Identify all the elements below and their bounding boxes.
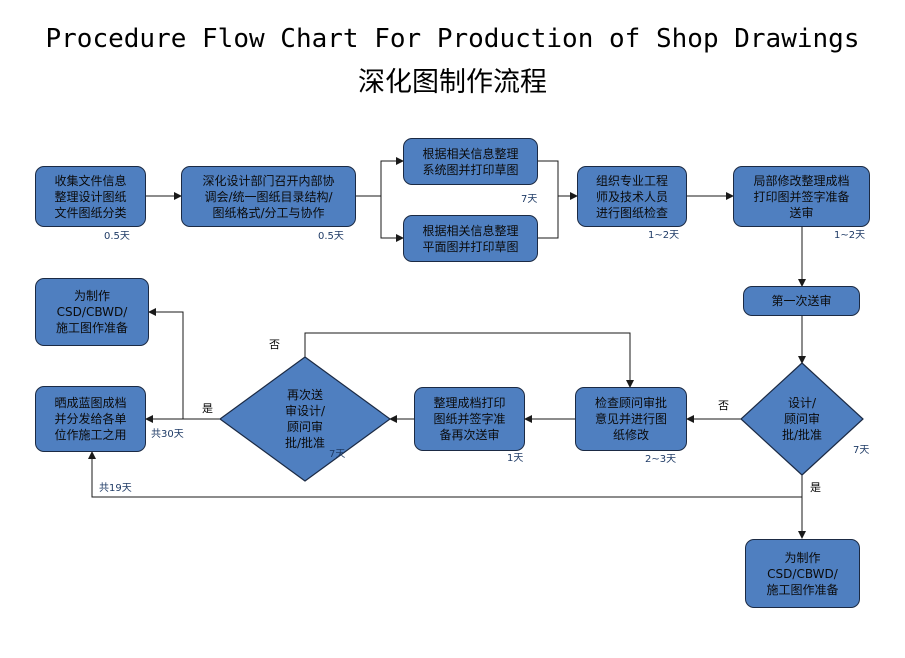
duration-consultant-revise: 2~3天 — [645, 454, 677, 465]
blueprint-distribute-box[interactable]: 晒成蓝图成档 并分发给各单 位作施工之用 — [35, 386, 146, 452]
edge-meeting-split — [356, 157, 404, 197]
prepare-csd-bottom-box[interactable]: 为制作 CSD/CBWD/ 施工图作准备 — [745, 539, 860, 608]
duration-total19: 共19天 — [99, 483, 132, 494]
decision-2-text[interactable]: 再次送 审设计/ 顾问审 批/批准 — [284, 388, 326, 450]
first-submission-box[interactable]: 第一次送审 — [743, 286, 860, 316]
label-yes-decision1: 是 — [810, 481, 821, 494]
duration-revise-submit: 1~2天 — [834, 230, 866, 241]
edge-plan-check — [538, 196, 559, 239]
duration-collect: 0.5天 — [104, 231, 130, 242]
resubmit-prepare-box[interactable]: 整理成档打印 图纸并签字准 备再次送审 — [414, 387, 525, 451]
decision-1-diamond — [740, 362, 864, 476]
duration-decision2: 7天 — [329, 449, 346, 460]
duration-decision1: 7天 — [853, 445, 870, 456]
edge-meeting-split-lower — [380, 196, 404, 242]
edge-decision2-no-loop — [304, 332, 634, 388]
label-no-decision1: 否 — [718, 399, 729, 412]
system-draft-box[interactable]: 根据相关信息整理 系统图并打印草图 — [403, 138, 538, 185]
plan-draft-box[interactable]: 根据相关信息整理 平面图并打印草图 — [403, 215, 538, 262]
drawing-check-box[interactable]: 组织专业工程 师及技术人员 进行图纸检查 — [577, 166, 687, 227]
title-english: Procedure Flow Chart For Production of S… — [45, 24, 860, 54]
title-chinese: 深化图制作流程 — [358, 67, 547, 98]
edge-total19-to-blueprint — [88, 451, 802, 498]
duration-drafts: 7天 — [521, 194, 538, 205]
decision-1-text[interactable]: 设计/ 顾问审 批/批准 — [781, 396, 823, 442]
label-yes-decision2: 是 — [202, 402, 213, 415]
decision-2-diamond — [218, 356, 392, 482]
duration-resubmit: 1天 — [507, 453, 524, 464]
duration-total30: 共30天 — [151, 429, 184, 440]
label-no-decision2: 否 — [269, 338, 280, 351]
revise-and-submit-box[interactable]: 局部修改整理成档 打印图并签字准备 送审 — [733, 166, 870, 227]
duration-meeting: 0.5天 — [318, 231, 344, 242]
collect-info-box[interactable]: 收集文件信息 整理设计图纸 文件图纸分类 — [35, 166, 146, 227]
duration-check: 1~2天 — [648, 230, 680, 241]
edge-yes-to-prepare-left — [148, 308, 184, 419]
coordination-meeting-box[interactable]: 深化设计部门召开内部协 调会/统一图纸目录结构/ 图纸格式/分工与协作 — [181, 166, 356, 227]
prepare-csd-left-box[interactable]: 为制作 CSD/CBWD/ 施工图作准备 — [35, 278, 149, 346]
consultant-revision-box[interactable]: 检查顾问审批 意见并进行图 纸修改 — [575, 387, 687, 451]
edge-system-check — [538, 160, 578, 200]
